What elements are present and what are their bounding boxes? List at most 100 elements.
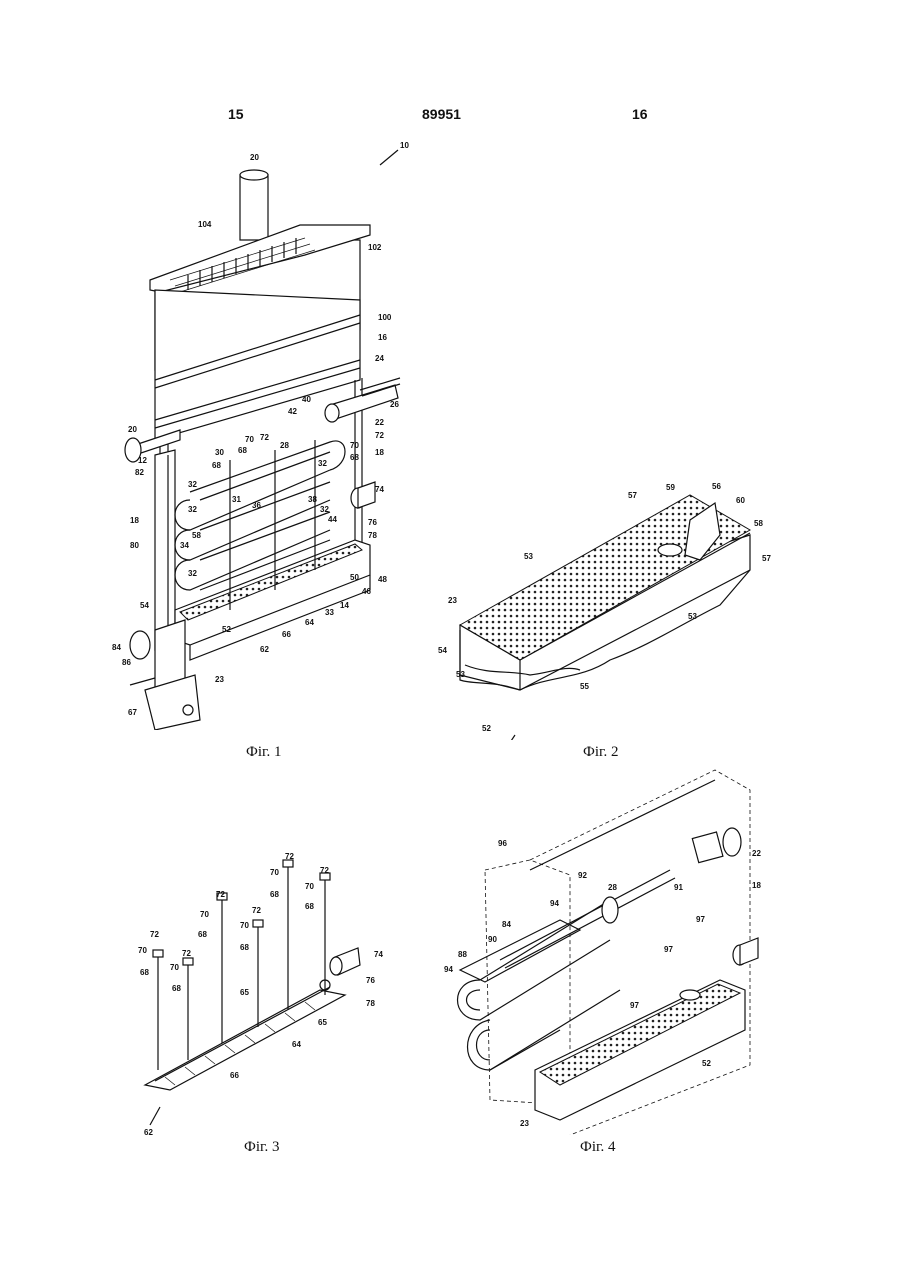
fig4-label: 91 xyxy=(674,883,683,892)
figure-2-caption: Фіг. 2 xyxy=(583,744,618,761)
fig3-label: 65 xyxy=(318,1018,327,1027)
fig1-label: 76 xyxy=(368,518,377,527)
fig4-label: 97 xyxy=(664,945,673,954)
fig4-label: 90 xyxy=(488,935,497,944)
patent-number: 89951 xyxy=(422,106,461,122)
fig2-label: 53 xyxy=(456,670,465,679)
fig1-label: 100 xyxy=(378,313,392,322)
page-number-left: 15 xyxy=(228,106,244,122)
fig1-label: 66 xyxy=(282,630,291,639)
fig1-label: 104 xyxy=(198,220,212,229)
fig2-label: 59 xyxy=(666,483,675,492)
fig1-label: 26 xyxy=(390,400,399,409)
fig1-label: 20 xyxy=(128,425,137,434)
fig2-label: 57 xyxy=(762,554,771,563)
fig3-label: 72 xyxy=(150,930,159,939)
fig1-label: 22 xyxy=(375,418,384,427)
fig3-label: 70 xyxy=(200,910,209,919)
fig1-label: 80 xyxy=(130,541,139,550)
fig3-label: 68 xyxy=(270,890,279,899)
fig2-label: 55 xyxy=(580,682,589,691)
fig4-label: 92 xyxy=(578,871,587,880)
fig4-label: 22 xyxy=(752,849,761,858)
fig1-label: 68 xyxy=(238,446,247,455)
fig3-label: 70 xyxy=(170,963,179,972)
fig1-label: 78 xyxy=(368,531,377,540)
fig1-label: 67 xyxy=(128,708,137,717)
fig2-label: 23 xyxy=(448,596,457,605)
fig3-label: 68 xyxy=(305,902,314,911)
fig1-label: 30 xyxy=(215,448,224,457)
fig2-label: 53 xyxy=(688,612,697,621)
fig2-label: 56 xyxy=(712,482,721,491)
fig1-label: 58 xyxy=(192,531,201,540)
fig1-label: 34 xyxy=(180,541,189,550)
fig4-label: 84 xyxy=(502,920,511,929)
fig4-label: 96 xyxy=(498,839,507,848)
fig1-label: 32 xyxy=(320,505,329,514)
fig4-label: 97 xyxy=(630,1001,639,1010)
fig1-label: 68 xyxy=(212,461,221,470)
figure-1-caption: Фіг. 1 xyxy=(246,744,281,761)
fig1-label: 42 xyxy=(288,407,297,416)
fig1-label: 32 xyxy=(318,459,327,468)
fig1-label: 31 xyxy=(232,495,241,504)
fig1-label: 32 xyxy=(188,505,197,514)
fig1-label: 24 xyxy=(375,354,384,363)
fig2-label: 57 xyxy=(628,491,637,500)
fig1-label: 12 xyxy=(138,456,147,465)
fig1-label: 52 xyxy=(222,625,231,634)
fig3-label: 65 xyxy=(240,988,249,997)
fig1-label: 102 xyxy=(368,243,382,252)
fig4-label: 23 xyxy=(520,1119,529,1128)
fig3-label: 72 xyxy=(252,906,261,915)
fig1-label: 54 xyxy=(140,601,149,610)
fig1-label: 84 xyxy=(112,643,121,652)
fig3-label: 78 xyxy=(366,999,375,1008)
fig3-label: 72 xyxy=(320,866,329,875)
fig1-label: 48 xyxy=(378,575,387,584)
fig1-label: 32 xyxy=(188,569,197,578)
figure-3-drawing: 72 70 68 72 70 68 72 70 68 72 70 68 72 7… xyxy=(130,845,400,1135)
figure-3-caption: Фіг. 3 xyxy=(244,1139,279,1156)
fig1-label: 28 xyxy=(280,441,289,450)
fig1-label: 14 xyxy=(340,601,349,610)
fig1-label: 68 xyxy=(350,453,359,462)
fig3-label: 68 xyxy=(172,984,181,993)
fig1-label: 33 xyxy=(325,608,334,617)
fig1-label: 18 xyxy=(375,448,384,457)
fig3-label: 70 xyxy=(270,868,279,877)
fig1-label: 40 xyxy=(302,395,311,404)
fig1-label: 82 xyxy=(135,468,144,477)
fig1-label: 70 xyxy=(245,435,254,444)
fig1-label: 46 xyxy=(362,587,371,596)
fig3-label: 68 xyxy=(198,930,207,939)
fig3-label: 70 xyxy=(240,921,249,930)
figure-2-drawing: 57 59 56 60 58 57 53 53 23 54 53 55 52 xyxy=(430,475,790,740)
fig3-label: 68 xyxy=(140,968,149,977)
fig3-label: 72 xyxy=(216,890,225,899)
fig4-label: 88 xyxy=(458,950,467,959)
fig3-label: 64 xyxy=(292,1040,301,1049)
fig3-label: 72 xyxy=(182,949,191,958)
fig2-label: 53 xyxy=(524,552,533,561)
figure-4-drawing: 96 22 92 28 91 18 94 84 90 88 94 97 97 9… xyxy=(440,760,770,1135)
fig1-label: 20 xyxy=(250,153,259,162)
fig3-label: 76 xyxy=(366,976,375,985)
fig4-label: 97 xyxy=(696,915,705,924)
fig2-label: 52 xyxy=(482,724,491,733)
fig3-label: 70 xyxy=(305,882,314,891)
fig1-label: 72 xyxy=(260,433,269,442)
fig3-label: 74 xyxy=(374,950,383,959)
fig4-label: 52 xyxy=(702,1059,711,1068)
fig3-label: 68 xyxy=(240,943,249,952)
figure-1-drawing: 20 10 104 102 100 16 24 26 40 42 22 72 7… xyxy=(100,130,430,730)
fig1-label: 38 xyxy=(308,495,317,504)
fig1-label: 16 xyxy=(378,333,387,342)
fig1-label: 18 xyxy=(130,516,139,525)
fig1-label: 44 xyxy=(328,515,337,524)
fig4-label: 94 xyxy=(550,899,559,908)
fig1-label: 64 xyxy=(305,618,314,627)
fig1-label: 50 xyxy=(350,573,359,582)
figure-4-caption: Фіг. 4 xyxy=(580,1139,615,1156)
